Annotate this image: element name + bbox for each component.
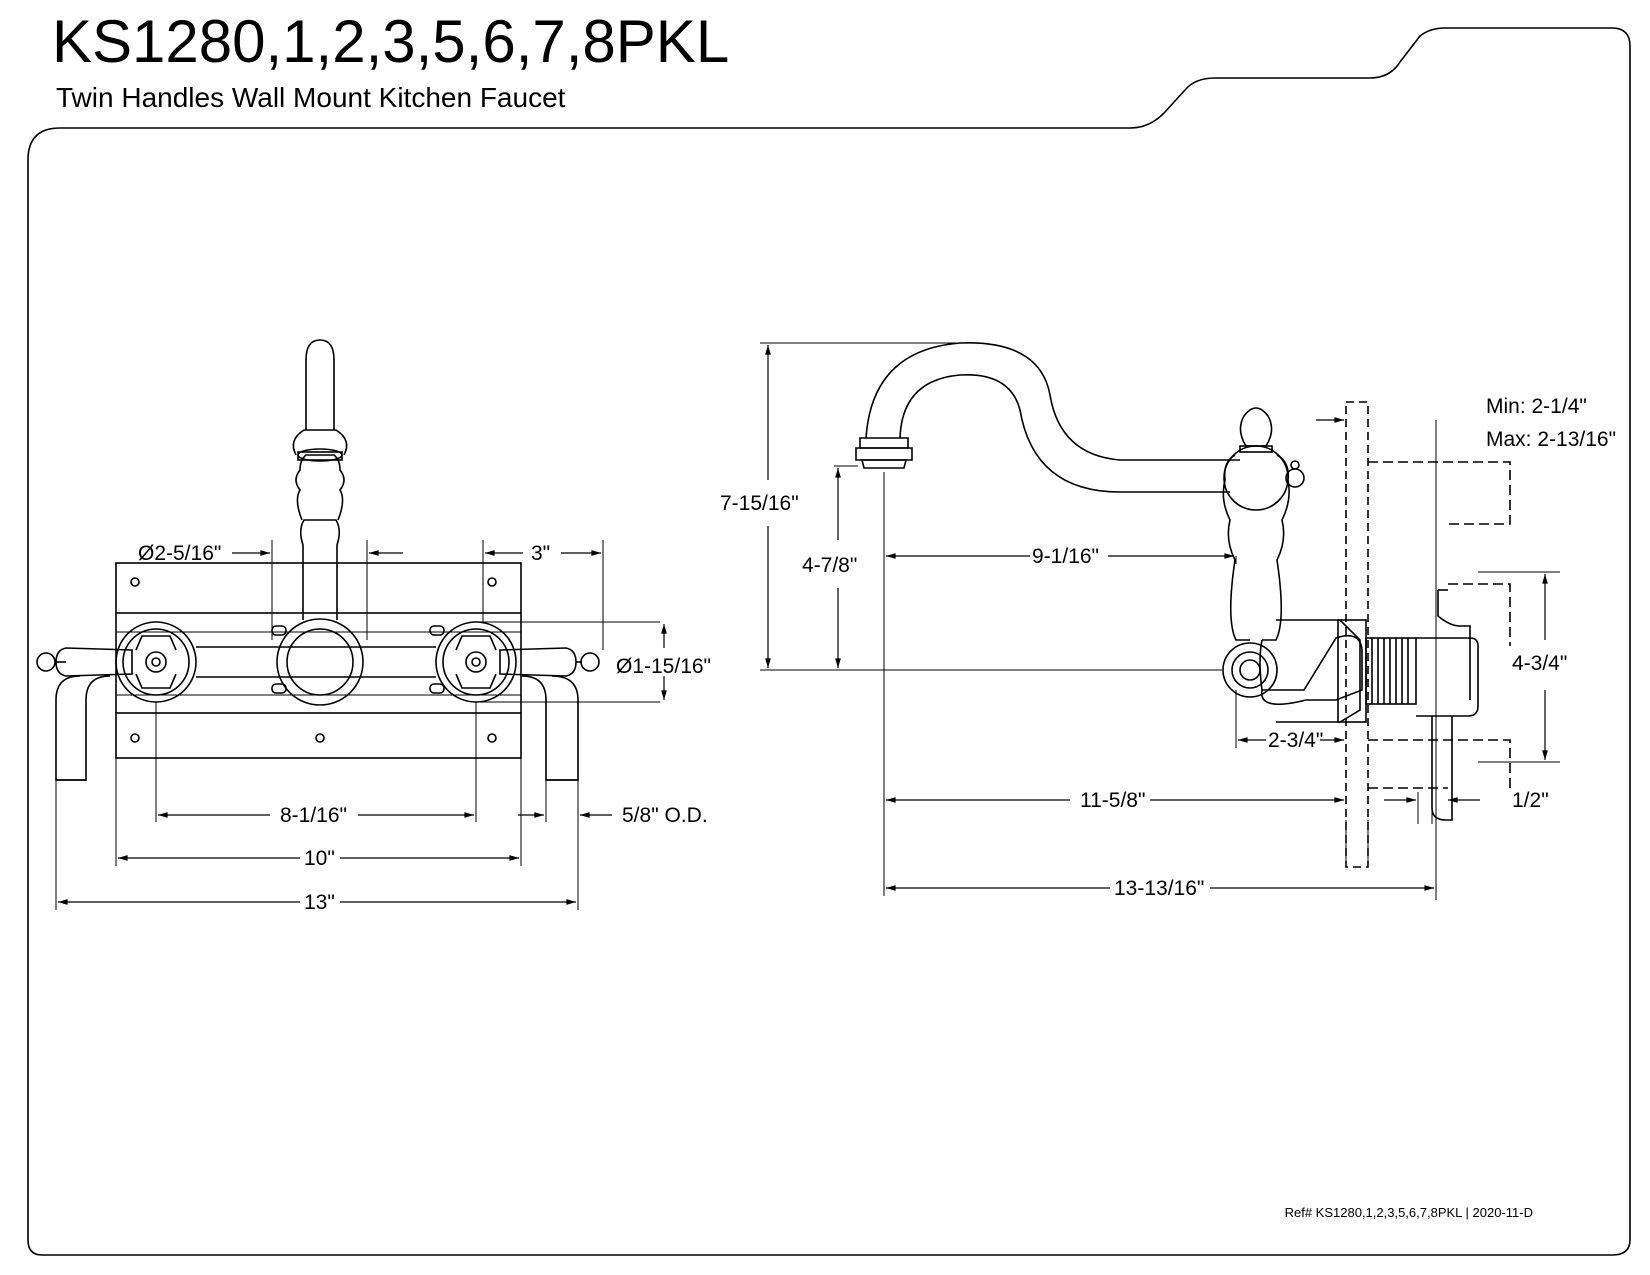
reference-footer: Ref# KS1280,1,2,3,5,6,7,8PKL | 2020-11-D — [1284, 1205, 1533, 1220]
dim-spout-to-wall: 11-5/8" — [1080, 789, 1145, 812]
dim-handle-spacing: 3" — [531, 542, 550, 565]
supply-elbow — [1416, 637, 1479, 717]
dim-supply-diameter: 1/2" — [1512, 789, 1549, 812]
dim-spout-clearance: 4-7/8" — [802, 554, 857, 577]
dim-flange-diameter: Ø2-5/16" — [138, 542, 221, 565]
spout-stem — [299, 519, 341, 620]
dim-body-projection: 2-3/4" — [1268, 729, 1323, 752]
dim-wall-min: Min: 2-1/4" — [1486, 395, 1587, 418]
dim-spout-reach: 9-1/16" — [1032, 545, 1099, 568]
drawing-frame — [27, 27, 1631, 1256]
page-subtitle: Twin Handles Wall Mount Kitchen Faucet — [56, 82, 566, 113]
dim-spout-height: 7-15/16" — [720, 492, 799, 515]
dim-overall-width: 13" — [304, 891, 335, 914]
front-view — [36, 339, 600, 781]
upper-mounting-plate — [115, 562, 522, 614]
lower-mounting-plate — [115, 712, 522, 759]
dim-plate-width: 10" — [304, 847, 335, 870]
page-title: KS1280,1,2,3,5,6,7,8PKL — [52, 8, 730, 75]
dim-overall-depth: 13-13/16" — [1114, 877, 1204, 900]
threaded-shank — [1365, 637, 1417, 705]
spout-arc — [865, 342, 1240, 461]
left-supply-pipe — [55, 675, 111, 781]
right-supply-pipe — [521, 675, 579, 781]
dim-supply-height: 4-3/4" — [1512, 652, 1567, 675]
dim-wall-max: Max: 2-13/16" — [1486, 428, 1616, 451]
dim-center-to-center: 8-1/16" — [280, 804, 347, 827]
left-escutcheon — [115, 621, 197, 703]
dim-escutcheon-diameter: Ø1-15/16" — [616, 655, 711, 678]
center-ring — [276, 618, 364, 706]
right-escutcheon — [435, 621, 517, 703]
dim-outlet-od: 5/8" O.D. — [622, 804, 708, 827]
right-lever-handle — [499, 647, 577, 677]
wall — [1345, 401, 1369, 868]
left-lever-handle — [55, 647, 133, 677]
side-view — [855, 342, 1511, 868]
